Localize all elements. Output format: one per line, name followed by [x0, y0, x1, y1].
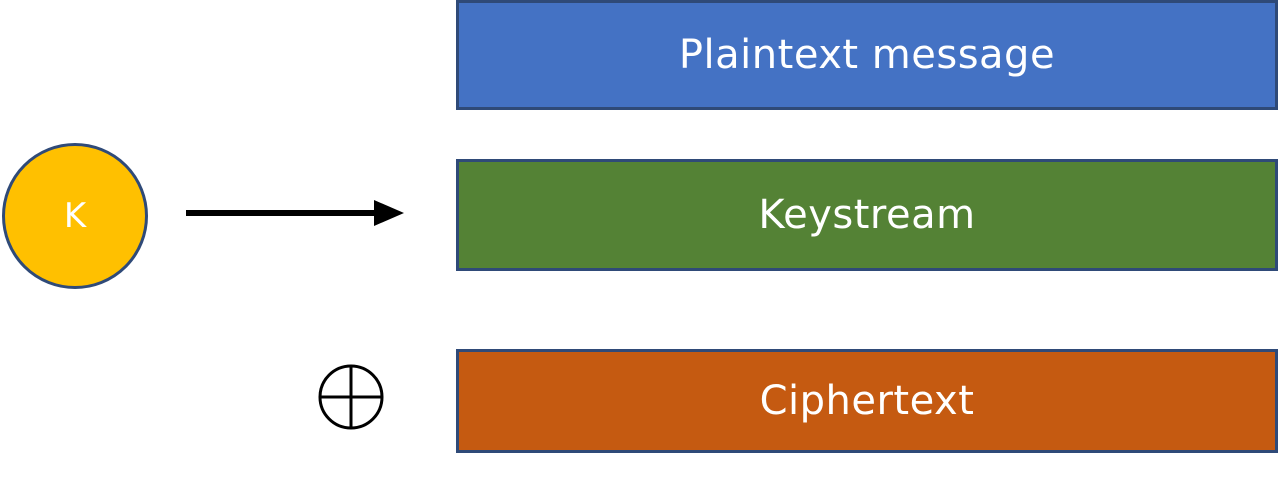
right-arrow-icon [186, 200, 404, 226]
key-label: K [63, 196, 87, 236]
plaintext-message-box: Plaintext message [456, 0, 1278, 110]
plaintext-message-label: Plaintext message [678, 32, 1056, 78]
key-circle: K [2, 143, 148, 289]
xor-circled-plus-icon [318, 364, 384, 430]
ciphertext-box: Ciphertext [456, 349, 1278, 453]
keystream-box: Keystream [456, 159, 1278, 271]
ciphertext-label: Ciphertext [759, 378, 975, 424]
keystream-label: Keystream [758, 192, 976, 238]
